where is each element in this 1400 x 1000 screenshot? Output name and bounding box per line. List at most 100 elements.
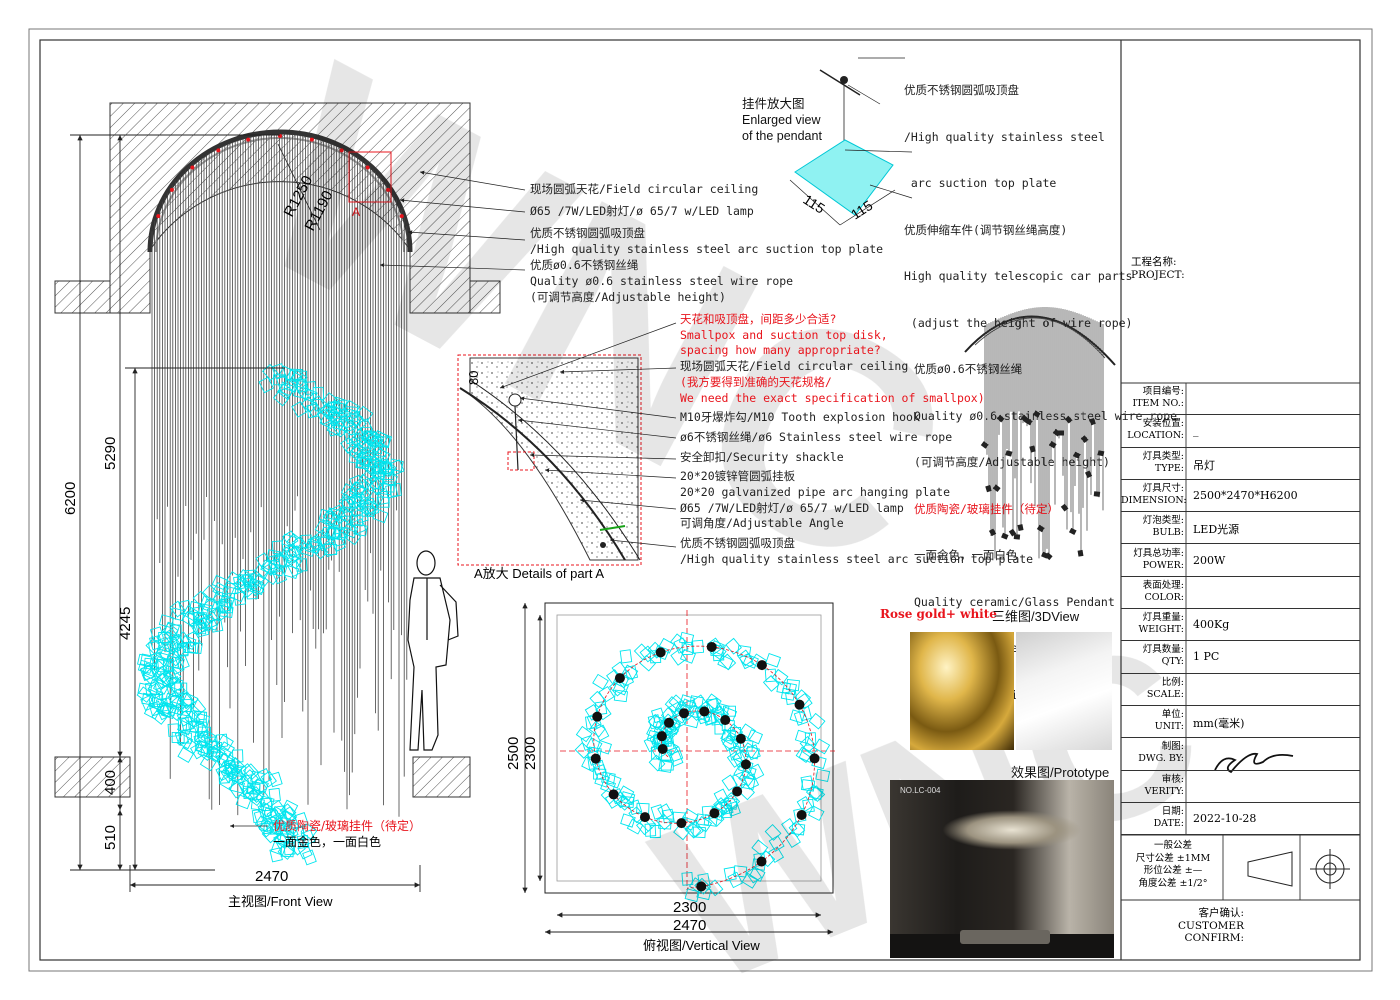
led-lamp	[309, 137, 314, 142]
pendant	[664, 696, 682, 713]
title-block-label: 单位:UNIT:	[1121, 709, 1184, 733]
pendant	[161, 622, 179, 639]
led-lamp-top	[676, 818, 687, 829]
detail-a-title: A放大 Details of part A	[474, 566, 604, 581]
pendant	[165, 638, 181, 655]
pendant	[176, 703, 192, 717]
led-lamp-top	[735, 733, 746, 744]
pendant	[795, 746, 813, 764]
pendant	[279, 811, 297, 828]
pendant	[361, 505, 375, 517]
pendant	[199, 595, 216, 610]
label-cn: 灯具数量:	[1142, 644, 1184, 656]
pendant	[257, 802, 273, 819]
dim-top-inner-w: 2300	[673, 899, 706, 916]
callout-wire-cn: 优质ø0.6不锈钢丝绳	[530, 258, 639, 272]
led-lamp-top	[657, 744, 668, 755]
front-view: A R1250 R1190 6200 5290 4245 400 510 247…	[54, 102, 526, 909]
pendant	[233, 591, 247, 606]
pendant	[167, 675, 184, 693]
pendant	[628, 806, 645, 824]
led-lamp-top	[590, 753, 601, 764]
pendant	[286, 533, 304, 550]
title-block-label: 日期:DATE:	[1121, 806, 1184, 830]
title-block-row: 比例:SCALE:	[1121, 674, 1360, 706]
title-block-row: 安装位置:LOCATION:_	[1121, 415, 1360, 448]
chandelier-silhouette	[942, 810, 1082, 850]
pendant-note-red: 优质陶瓷/玻璃挂件（待定）	[273, 819, 422, 833]
pendant	[743, 773, 760, 790]
pendant	[145, 637, 163, 655]
label-cn: 灯具尺寸:	[1142, 482, 1184, 494]
pendant	[161, 701, 178, 717]
pendant	[311, 542, 329, 560]
pendant	[176, 719, 194, 736]
label-cn: 表面处理:	[1142, 579, 1184, 591]
pendant	[740, 776, 756, 791]
photo-tag: NO.LC-004	[900, 786, 941, 795]
pendant	[736, 644, 752, 658]
pendant	[249, 580, 265, 595]
front-view-title: 主视图/Front View	[228, 894, 333, 909]
title-block-value: 200W	[1193, 553, 1226, 567]
led-lamp	[339, 148, 344, 153]
led-lamp-top	[706, 641, 717, 652]
swatch-label: Rose gold+ white	[880, 607, 997, 621]
pendant	[348, 474, 365, 491]
pendant	[164, 667, 182, 685]
led-lamp-top	[720, 715, 731, 726]
inner-border	[39, 39, 1361, 961]
pendant-title-en-1: Enlarged view	[742, 113, 821, 127]
label-en: BULB:	[1152, 527, 1184, 539]
pendant	[187, 611, 201, 627]
label-en: LOCATION:	[1127, 430, 1184, 442]
pendant	[706, 879, 724, 897]
pendant-3d	[1084, 470, 1093, 479]
pendant	[137, 653, 153, 668]
pendant	[195, 718, 209, 733]
pendant	[241, 575, 257, 593]
pendant	[338, 493, 356, 511]
led-lamp-top	[699, 706, 710, 717]
pendant	[312, 386, 325, 401]
title-block-value: _	[1193, 424, 1199, 438]
pendant	[178, 599, 192, 615]
pendant	[229, 587, 246, 603]
prototype-title: 效果图/Prototype	[1011, 765, 1110, 780]
pendant	[233, 575, 247, 591]
pendant	[727, 871, 743, 889]
pendant-3d	[1017, 524, 1024, 531]
pendant	[268, 787, 281, 802]
pendant-3d	[1013, 534, 1021, 540]
pendant	[323, 541, 338, 558]
pendant-note-2: arc suction top plate	[904, 176, 1057, 190]
pendant	[139, 653, 155, 667]
pendant	[309, 395, 326, 412]
pendant	[287, 560, 303, 578]
pendant	[242, 763, 260, 781]
title-block-row: 灯具尺寸:DIMENSION:2500*2470*H6200	[1121, 480, 1360, 513]
pendant	[275, 822, 292, 838]
pendant	[389, 482, 402, 497]
pendant	[620, 813, 636, 828]
pendant	[741, 872, 759, 889]
pendant	[220, 766, 237, 783]
title-block-label: 灯具类型:TYPE:	[1121, 451, 1184, 475]
label-cn: 灯具重量:	[1142, 612, 1184, 624]
title-block-value: 1 PC	[1193, 650, 1220, 664]
label-cn: 灯泡类型:	[1142, 515, 1184, 527]
pendant	[745, 744, 761, 761]
pendant	[272, 389, 290, 407]
pendant	[333, 531, 347, 547]
detail-note-spec-en: We need the exact specification of small…	[680, 390, 985, 405]
pendant	[619, 649, 633, 664]
pendant	[318, 508, 334, 523]
pendant	[692, 826, 706, 839]
label-cn: 审核:	[1161, 773, 1184, 785]
pendant	[154, 666, 172, 683]
pendant	[742, 653, 759, 669]
pendant	[794, 729, 811, 745]
pendant	[156, 641, 172, 656]
pendant	[789, 709, 806, 724]
pendant-note-7: Quality ø0.6 stainless steel wire rope	[914, 408, 1178, 423]
